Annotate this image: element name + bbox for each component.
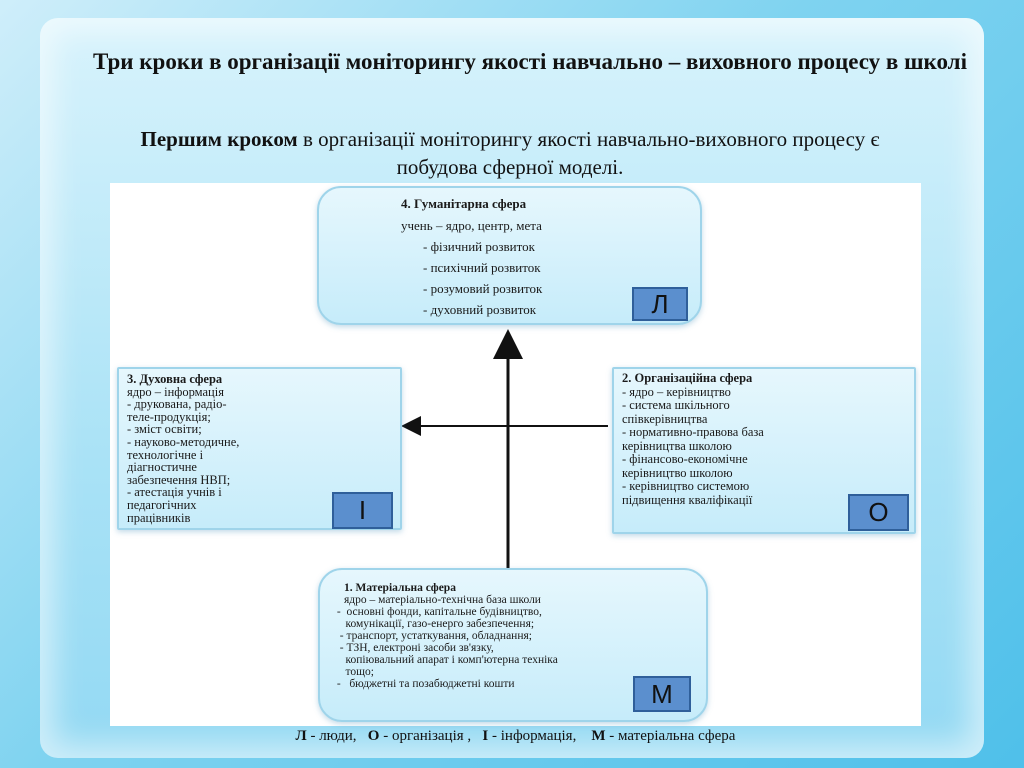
spiritual-line: - атестація учнів і [127, 485, 222, 500]
letter-badge-m: М [633, 676, 691, 712]
humanitarian-sphere-lines: учень – ядро, центр, мета - фізичний роз… [401, 215, 542, 320]
material-sphere-box: 1. Матеріальна сфера ядро – матеріально-… [318, 568, 708, 722]
legend-text-i: - інформація, [488, 728, 592, 744]
letter-badge-l: Л [632, 287, 688, 321]
legend-text-l: - люди, [306, 728, 368, 744]
spiritual-line: працівників [127, 510, 191, 525]
material-line: ядро – матеріально-технічна база школи [344, 594, 541, 606]
humanitarian-sphere-heading: 4. Гуманітарна сфера [401, 196, 527, 211]
spiritual-line: - науково-методичне, [127, 434, 240, 449]
organizational-sphere-content: 2. Організаційна сфера - ядро – керівниц… [622, 371, 764, 507]
diagram-arrows [401, 329, 608, 571]
spiritual-line: забезпечення НВП; [127, 472, 231, 487]
letter-badge-o: О [848, 494, 909, 531]
material-line: копіювальний апарат і комп'ютерна технік… [334, 654, 558, 666]
spiritual-line: - друкована, радіо- [127, 397, 227, 412]
organizational-line: - нормативно-правова база [622, 425, 764, 439]
material-line: - бюджетні та позабюджетні кошти [334, 678, 515, 690]
legend-text-m: - матеріальна сфера [605, 728, 736, 744]
organizational-line: - система шкільного [622, 398, 730, 412]
legend-text-o: - організація , [379, 728, 483, 744]
material-line: - транспорт, устаткування, обладнання; [334, 630, 532, 642]
material-line: - основні фонди, капітальне будівництво, [334, 606, 542, 618]
slide-title: Три кроки в організації моніторингу якос… [93, 49, 967, 74]
material-line: - ТЗН, електроні засоби зв'язку, [334, 642, 494, 654]
humanitarian-sphere-box: 4. Гуманітарна сфера учень – ядро, центр… [317, 186, 702, 325]
sphere-model-diagram: 4. Гуманітарна сфера учень – ядро, центр… [110, 183, 921, 726]
legend-key-i: І [482, 728, 489, 744]
humanitarian-line: - фізичний розвиток [423, 239, 535, 254]
material-sphere-content: 1. Матеріальна сфера ядро – матеріально-… [334, 582, 558, 690]
organizational-line: керівництво школою [622, 465, 733, 480]
spiritual-sphere-heading: 3. Духовна сфера [127, 372, 223, 386]
legend-key-m: М [591, 728, 606, 744]
spiritual-line: технологічне і [127, 447, 204, 462]
legend: Л - люди, О - організація , І - інформац… [110, 728, 921, 745]
humanitarian-line: учень – ядро, центр, мета [401, 218, 542, 233]
humanitarian-line: - психічний розвиток [423, 260, 541, 275]
organizational-sphere-heading: 2. Організаційна сфера [622, 371, 753, 385]
material-sphere-heading: 1. Матеріальна сфера [344, 582, 456, 594]
organizational-line: співкерівництва [622, 411, 708, 426]
subtitle-rest: в організації моніторингу якості навчаль… [297, 127, 880, 179]
organizational-line: - фінансово-економічне [622, 452, 748, 466]
legend-key-o: О [367, 728, 380, 744]
material-line: тощо; [334, 666, 374, 678]
organizational-line: керівництва школою [622, 438, 732, 453]
humanitarian-line: - духовний розвиток [423, 302, 537, 317]
legend-key-l: Л [295, 728, 307, 744]
spiritual-sphere-content: 3. Духовна сфера ядро – інформація - дру… [127, 373, 239, 524]
spiritual-line: ядро – інформація [127, 384, 224, 399]
organizational-line: підвищення кваліфікації [622, 492, 753, 507]
organizational-line: - керівництво системою [622, 479, 750, 493]
humanitarian-line: - розумовий розвиток [423, 281, 543, 296]
slide-subtitle: Першим кроком в організації моніторингу … [100, 125, 920, 181]
subtitle-bold: Першим кроком [140, 127, 298, 151]
spiritual-line: педагогічних [127, 497, 197, 512]
spiritual-line: теле-продукція; [127, 409, 211, 424]
spiritual-line: - зміст освіти; [127, 422, 202, 437]
spiritual-sphere-box: 3. Духовна сфера ядро – інформація - дру… [117, 367, 402, 530]
organizational-line: - ядро – керівництво [622, 384, 731, 399]
material-line: комунікації, газо-енерго забезпечення; [334, 618, 535, 630]
letter-badge-i: І [332, 492, 393, 529]
spiritual-line: діагностичне [127, 460, 197, 475]
